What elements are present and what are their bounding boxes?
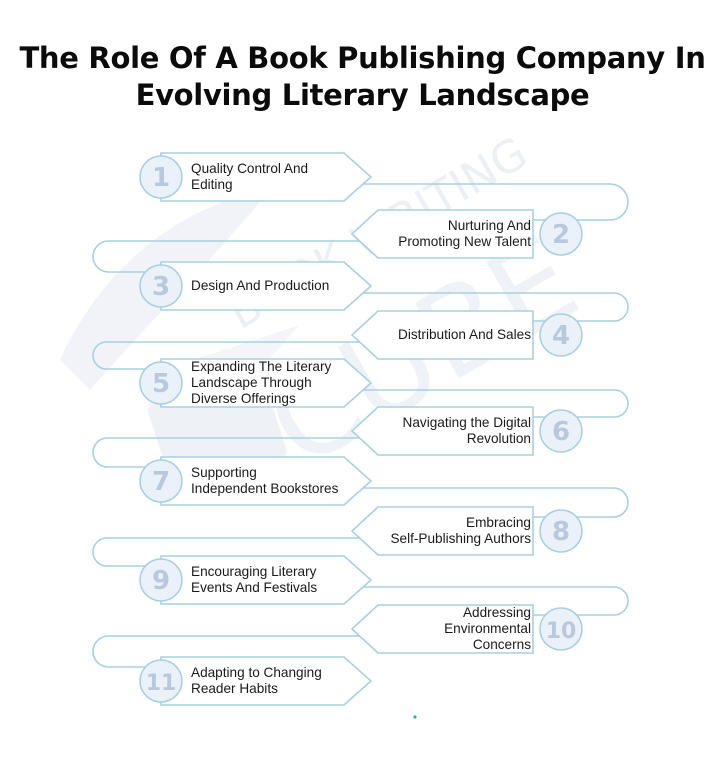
connector-9-10 [363, 586, 629, 616]
step-tag [350, 406, 534, 456]
label-line: Navigating the Digital [402, 415, 531, 430]
step-6: 6 [350, 406, 583, 456]
connector-7-8 [363, 487, 629, 518]
step-number: 6 [552, 417, 570, 447]
step-tag [350, 506, 534, 556]
step-number: 3 [152, 272, 170, 302]
title-line-1: The Role Of A Book Publishing Company In [19, 41, 706, 75]
label-line: Landscape Through [191, 375, 312, 390]
step-number-badge [139, 659, 183, 703]
connectors [92, 183, 629, 668]
step-10: 10 [350, 604, 583, 654]
step-3-label: Design And Production [191, 278, 361, 294]
step-4-label: Distribution And Sales [360, 327, 531, 343]
step-number-badge [539, 212, 583, 256]
accent-dot [413, 715, 417, 719]
step-number: 5 [152, 369, 170, 399]
step-5: 5 [139, 358, 373, 408]
label-line: Nurturing And [447, 218, 531, 233]
label-line: Independent Bookstores [191, 481, 339, 496]
step-number: 8 [552, 517, 570, 547]
step-4: 4 [350, 310, 583, 360]
label-line: Supporting [191, 465, 257, 480]
label-line: Reader Habits [191, 681, 278, 696]
step-tags: 1 2 3 4 5 6 7 8 9 10 11 [139, 152, 583, 706]
step-number: 1 [152, 163, 170, 193]
connector-3-4 [363, 292, 629, 322]
connector-1-2 [363, 183, 629, 221]
step-1: 1 [139, 152, 373, 202]
label-line: Distribution And Sales [398, 327, 531, 342]
step-tag [350, 209, 534, 259]
step-number: 2 [552, 220, 570, 250]
label-line: Encouraging Literary [191, 564, 317, 579]
step-2: 2 [350, 209, 583, 259]
step-8: 8 [350, 506, 583, 556]
step-11: 11 [139, 656, 373, 706]
step-number-badge [539, 313, 583, 357]
step-number-badge [139, 155, 183, 199]
step-number-badge [539, 607, 583, 651]
step-tag [350, 604, 534, 654]
label-line: Promoting New Talent [398, 234, 531, 249]
label-line: Design And Production [191, 278, 330, 293]
step-number: 9 [152, 566, 170, 596]
page-title: The Role Of A Book Publishing Company In… [0, 40, 725, 114]
connector-2-3 [92, 240, 384, 273]
step-7: 7 [139, 456, 373, 506]
connector-4-5 [92, 341, 384, 370]
label-line: Quality Control And [191, 161, 309, 176]
step-number-badge [139, 459, 183, 503]
label-line: Events And Festivals [191, 580, 318, 595]
step-number-badge [139, 264, 183, 308]
label-line: Embracing [466, 515, 531, 530]
step-number-badge [539, 509, 583, 553]
step-number: 10 [546, 619, 577, 644]
connector-6-7 [92, 437, 384, 468]
label-line: Adapting to Changing [191, 665, 322, 680]
step-number-badge [539, 409, 583, 453]
step-number: 7 [152, 467, 170, 497]
step-number: 4 [552, 321, 570, 351]
label-line: Self-Publishing Authors [390, 531, 531, 546]
label-line: Editing [191, 177, 233, 192]
label-line: Concerns [472, 637, 531, 652]
label-line: Addressing [462, 605, 531, 620]
label-line: Environmental [444, 621, 531, 636]
title-line-2: Evolving Literary Landscape [135, 78, 590, 112]
label-line: Diverse Offerings [191, 391, 296, 406]
connector-8-9 [92, 537, 384, 567]
step-number-badge [139, 361, 183, 405]
connector-10-11 [92, 635, 384, 668]
step-number: 11 [146, 671, 177, 696]
step-3: 3 [139, 261, 373, 311]
label-line: Expanding The Literary [191, 359, 332, 374]
label-line: Revolution [466, 431, 531, 446]
connector-5-6 [363, 389, 629, 418]
step-9: 9 [139, 555, 373, 605]
step-tag [350, 310, 534, 360]
step-number-badge [139, 558, 183, 602]
